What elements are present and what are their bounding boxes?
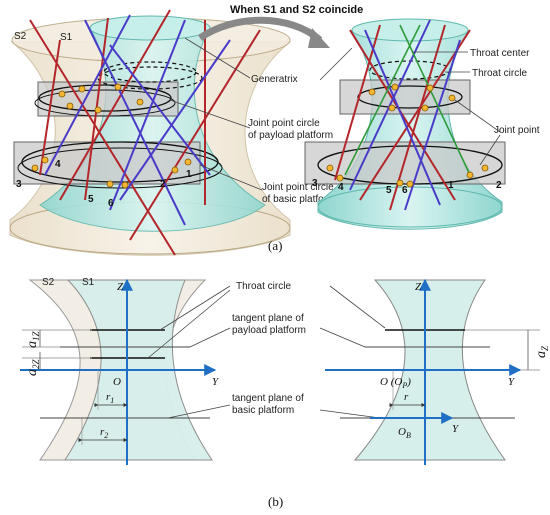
right-top-rim [351, 18, 469, 42]
label-jp-basic-2: of basic platform [262, 194, 335, 205]
left-num-6: 6 [108, 198, 114, 209]
left-num-1: 1 [186, 169, 192, 180]
b-callouts [147, 285, 386, 419]
joint-circle-payload-2 [34, 89, 176, 117]
b-right-label-y2: Y [452, 423, 460, 435]
throat-circle-s1 [103, 61, 197, 83]
left-num-2: 2 [160, 179, 166, 190]
b-label-z: Z [117, 281, 124, 293]
label-throat-center: Throat center [470, 48, 530, 59]
caption-b: (b) [268, 494, 283, 509]
b-label-a1z: a1Z [25, 331, 41, 349]
right-green-legs [344, 24, 471, 176]
b-label-o: O [113, 376, 121, 388]
b-label-r2: r2 [100, 426, 108, 440]
b-label-s1: S1 [82, 277, 95, 288]
left-hyperboloid-group: S2 S1 1 2 3 4 5 6 [9, 9, 292, 256]
b-right-label-az: aZ [534, 345, 550, 358]
left-num-4: 4 [55, 159, 61, 170]
curved-arrow [198, 16, 323, 43]
right-blue-legs [349, 19, 461, 211]
label-joint-point: Joint point [494, 125, 540, 136]
joint-circle-payload [38, 84, 172, 112]
basic-joints [31, 156, 192, 189]
b-label-a2z: a2Z [25, 359, 41, 377]
blue-legs [44, 14, 231, 226]
label-jp-payload-1: Joint point circle [248, 118, 320, 129]
right-num-5: 5 [386, 185, 392, 196]
right-callouts [412, 51, 501, 166]
b-right-label-z: Z [415, 281, 422, 293]
b-label-tp-payload-1: tangent plane of [232, 313, 304, 324]
left-num-3: 3 [16, 179, 22, 190]
right-num-4: 4 [338, 182, 344, 193]
right-jp-payload [357, 85, 463, 109]
b-label-tp-basic-1: tangent plane of [232, 393, 304, 404]
label-s1: S1 [60, 32, 73, 43]
right-joints [326, 83, 489, 188]
right-num-2: 2 [496, 180, 502, 191]
caption-a: (a) [268, 238, 282, 253]
throat-circle-s2 [97, 66, 203, 90]
title-coincide: When S1 and S2 coincide [230, 4, 363, 16]
label-throat-circle-top: Throat circle [472, 68, 527, 79]
right-num-3: 3 [312, 178, 318, 189]
callouts-middle [169, 37, 353, 191]
label-jp-payload-2: of payload platform [248, 130, 333, 141]
label-generatrix: Generatrix [251, 74, 298, 85]
b-right-label-r: r [404, 391, 409, 403]
b-right-label-ob: OB [398, 426, 411, 440]
payload-joints [58, 83, 144, 114]
b-label-tp-payload-2: payload platform [232, 325, 306, 336]
b-label-throat-circle: Throat circle [236, 281, 291, 292]
left-num-5: 5 [88, 194, 94, 205]
b-right-label-y: Y [508, 376, 516, 388]
right-num-6: 6 [402, 185, 408, 196]
right-hyperboloid-group: Throat center Throat circle Joint point … [304, 18, 540, 230]
b-label-tp-basic-2: basic platform [232, 405, 294, 416]
label-s2: S2 [14, 31, 27, 42]
b-right-label-o: O (OP) [380, 376, 411, 390]
b-label-s2: S2 [42, 277, 55, 288]
b-left-group: S2 S1 Z Y O r1 r2 a1Z a2Z [20, 277, 220, 465]
b-label-y: Y [212, 376, 220, 388]
b-label-r1: r1 [106, 391, 114, 405]
curved-arrow-head [308, 28, 330, 48]
label-jp-basic-1: Joint point circle [262, 182, 334, 193]
joint-circle-basic-2 [17, 147, 223, 189]
right-num-1: 1 [448, 180, 454, 191]
b-right-group: Z Y O (OP) r OB Y aZ [325, 278, 550, 465]
